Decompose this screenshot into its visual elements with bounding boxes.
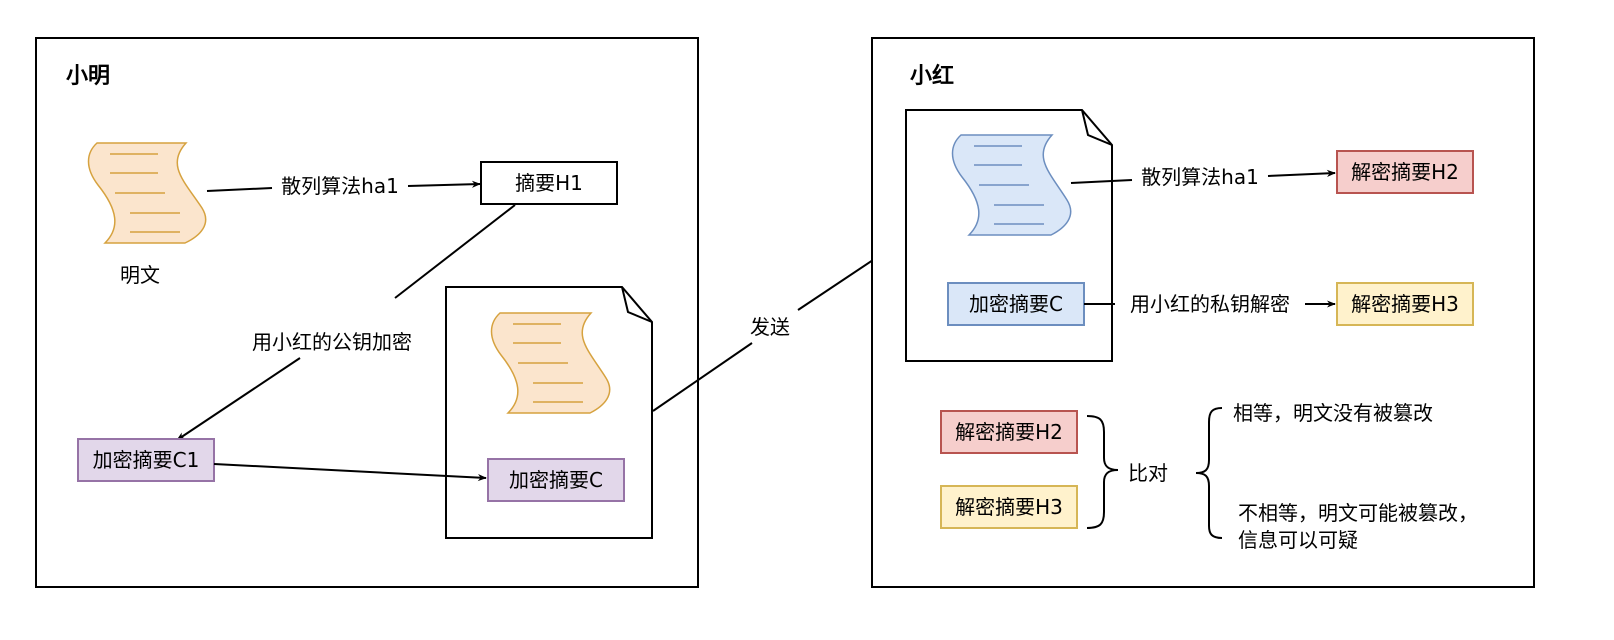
plaintext-label: 明文 [120,263,160,287]
digest-h1-box [480,161,618,205]
xiaohong-title: 小红 [910,63,954,89]
result-unequal-line2: 信息可以可疑 [1238,528,1358,552]
result-brace [1195,407,1223,539]
encrypted-c1-box [77,438,215,482]
hash-label-right: 散列算法ha1 [1141,165,1259,189]
compare-label: 比对 [1128,461,1168,485]
decrypted-h3-label: 解密摘要H3 [1351,292,1459,316]
encrypt-arrow-b [176,357,301,441]
result-equal-label: 相等，明文没有被篡改 [1233,401,1433,425]
hash-arrow-left-b [407,180,481,188]
decrypted-h2-label: 解密摘要H2 [1351,160,1459,184]
hash-arrow-right-b [1267,169,1336,177]
result-unequal-line1: 不相等，明文可能被篡改， [1238,501,1478,525]
xiaoming-title: 小明 [66,64,110,89]
send-arrow-a [652,342,753,412]
encrypted-c-label-right: 加密摘要C [969,292,1063,316]
hash-arrow-left-a [206,187,273,192]
decrypted-h2-box [1336,150,1474,194]
compare-brace [1086,415,1119,529]
document-scroll-icon [490,312,611,414]
received-document-fold [1081,109,1113,146]
encrypted-c-label-left: 加密摘要C [509,468,603,492]
compare-h2-box [940,410,1078,454]
hash-label-left: 散列算法ha1 [281,174,399,198]
digest-h1-label: 摘要H1 [515,171,583,195]
encrypt-arrow-a [394,204,516,299]
decrypt-label: 用小红的私钥解密 [1130,292,1290,316]
compare-h2-label: 解密摘要H2 [955,420,1063,444]
encrypted-c-box-right [947,282,1085,326]
hash-arrow-right-a [1070,179,1133,184]
plaintext-scroll-icon [87,142,207,244]
c1-to-c-arrow [213,463,487,482]
send-label: 发送 [750,315,790,339]
encrypted-c1-label: 加密摘要C1 [93,448,200,472]
decrypted-h3-box [1336,282,1474,326]
encrypted-c-box-left [487,458,625,502]
received-scroll-icon [951,134,1072,236]
compare-h3-label: 解密摘要H3 [955,495,1063,519]
compare-h3-box [940,485,1078,529]
encrypt-label: 用小红的公钥加密 [252,330,412,354]
outgoing-document-fold [621,286,653,323]
